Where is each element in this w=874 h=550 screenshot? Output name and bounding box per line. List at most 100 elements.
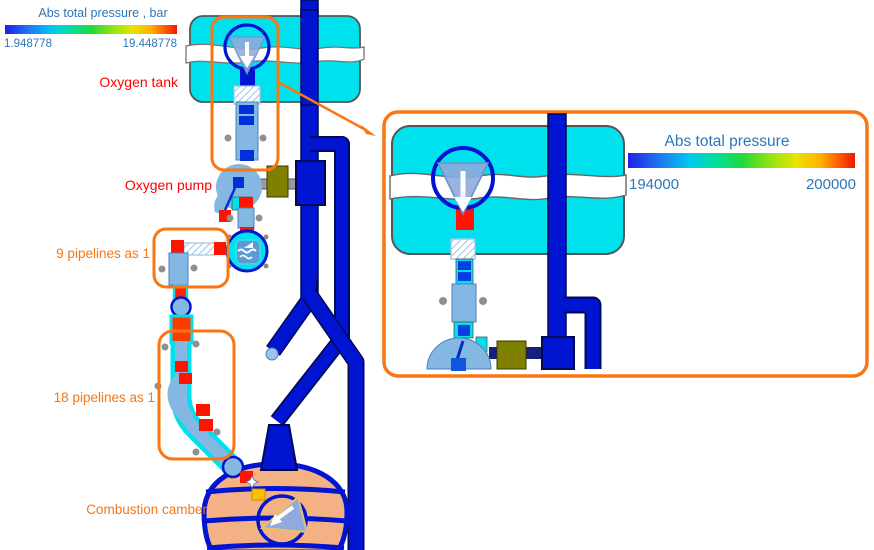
bolt-dot [439, 297, 447, 305]
inset-pump-hub [451, 358, 466, 371]
inset-legend-max: 200000 [806, 176, 856, 193]
highlight-oxygen-tank [210, 15, 280, 172]
high-pressure-marker [196, 404, 210, 416]
bolt-dot [479, 297, 487, 305]
inset-liquid-level-wave [389, 172, 627, 201]
waves-icon [239, 254, 253, 260]
pipe-marker [239, 105, 254, 114]
y-right-pipe [303, 290, 363, 550]
waves-icon [237, 248, 257, 254]
tank-valve-icon [223, 23, 271, 86]
flange-joint [170, 296, 192, 318]
inset-legend-colorbar [628, 153, 855, 168]
turbine-block [295, 160, 326, 206]
inset-tank-valve-icon [431, 146, 495, 216]
outlet-pipe [237, 207, 255, 229]
inset-coupling-olive [496, 340, 527, 370]
bolt-dot [161, 343, 169, 351]
combustion-chamber-group [201, 424, 350, 550]
highlight-18-pipelines [157, 329, 236, 461]
oxygen-tank-group [185, 9, 365, 106]
bolt-dot [158, 265, 166, 273]
inset-legend-title: Abs total pressure [665, 133, 790, 150]
inset-pipe-marker [458, 325, 470, 336]
bolt-dot [255, 214, 263, 222]
inset-shutoff-valve-hatched [450, 238, 476, 260]
bolt-dot [192, 340, 200, 348]
inset-turbine-block [541, 336, 575, 370]
pipe-marker [240, 150, 254, 161]
valve-stem [240, 69, 255, 86]
bolt-dot [213, 428, 221, 436]
y-left-pipe [267, 280, 316, 356]
waves-icon [244, 242, 253, 248]
label-9-pipelines: 9 pipelines as 1 [56, 246, 150, 261]
hatched-pipe-horizontal [183, 242, 216, 256]
inset-down-arrow-head [454, 197, 472, 212]
inset-pipe-marker [458, 272, 471, 281]
inset-feed-pipe [451, 283, 477, 323]
high-pressure-marker [171, 240, 184, 253]
injector-icon [256, 494, 309, 546]
cooler-group [225, 229, 269, 273]
bolt-dot [192, 448, 200, 456]
igniter-sparkle-icon [245, 475, 259, 489]
pipelines-9-group [158, 240, 226, 345]
callout-annotations: Oxygen tank Oxygen pump 9 pipelines as 1… [54, 15, 376, 517]
inlet-orifice [251, 488, 266, 501]
highlight-9-pipelines [152, 227, 230, 289]
high-pressure-marker [175, 361, 188, 372]
high-pressure-marker [179, 373, 192, 384]
pump-hub [233, 177, 244, 188]
inset-pressure-pipe [547, 113, 567, 339]
main-legend-colorbar [5, 25, 177, 34]
tank-crossing-pipe [300, 9, 319, 106]
main-legend-max: 19.448778 [123, 38, 177, 50]
high-pressure-marker [239, 197, 253, 209]
tank-outlet-line [224, 85, 267, 161]
diag-arrow-head [270, 514, 282, 526]
shutoff-valve-hatched [233, 85, 261, 105]
bolt-dot [259, 134, 267, 142]
inset-pipe-marker [458, 261, 471, 270]
label-combustion-chamber: Combustion camber [86, 502, 207, 517]
coupling-olive [266, 165, 289, 198]
inset-legend-min: 194000 [629, 176, 679, 193]
pump-needle [223, 187, 237, 211]
flange-joint [221, 455, 245, 479]
main-legend-title: Abs total pressure , bar [38, 6, 167, 20]
main-legend-min: 1.948778 [4, 38, 52, 50]
elbow-pipe-vertical [168, 252, 189, 286]
pipe-end-cap [265, 347, 279, 361]
bolt-dot [190, 264, 198, 272]
high-pressure-marker [199, 419, 213, 431]
label-oxygen-pump: Oxygen pump [125, 177, 212, 193]
main-legend: Abs total pressure , bar 1.948778 19.448… [4, 6, 177, 50]
chamber-neck [259, 424, 299, 471]
high-pressure-marker [214, 242, 226, 255]
inset-branch-pipe [564, 298, 600, 369]
pressurization-pipes [265, 0, 365, 550]
bolt-dot [226, 214, 234, 222]
label-18-pipelines: 18 pipelines as 1 [54, 390, 155, 405]
inset-callout-arrow-head [361, 125, 376, 136]
label-oxygen-tank: Oxygen tank [99, 74, 179, 90]
oxygen-pump-group [214, 160, 326, 239]
bolt-dot [263, 263, 269, 269]
inset-callout-arrow [277, 80, 365, 131]
bolt-dot [224, 134, 232, 142]
bolt-dot [263, 234, 269, 240]
pipe-marker [239, 116, 254, 125]
chamber-body [201, 461, 350, 550]
diag-arrow-icon [275, 505, 295, 521]
pipelines-18-group [154, 340, 242, 476]
cooling-band [206, 542, 345, 550]
turbine-branch-pipe [272, 137, 349, 425]
injector-circle [256, 494, 308, 546]
inset-high-pressure-marker [456, 206, 474, 230]
cooling-band [205, 486, 346, 495]
down-arrow-head [240, 56, 254, 68]
inset-legend: Abs total pressure 194000 200000 [628, 133, 856, 193]
